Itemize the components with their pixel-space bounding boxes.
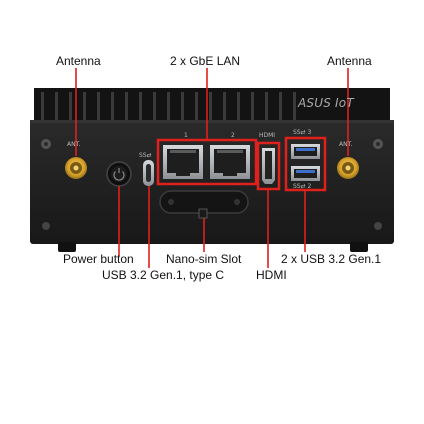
usb-bottom-tag: SS⇄ 2 <box>293 183 312 190</box>
usb-a-port-bottom-icon <box>291 166 320 181</box>
lan1-tag: 1 <box>184 132 188 139</box>
lan-port-1-icon <box>163 145 203 179</box>
usbc-tag: SS⇄ <box>139 152 152 159</box>
label-usb-a: 2 x USB 3.2 Gen.1 <box>281 252 382 266</box>
heatsink-fins <box>34 88 390 120</box>
antenna-connector-left-icon <box>65 157 87 179</box>
foot-left <box>58 242 76 252</box>
nano-sim-slot-icon <box>159 190 249 219</box>
power-button-icon <box>106 161 132 187</box>
label-antenna-right: Antenna <box>327 54 372 68</box>
hdmi-port-icon <box>262 148 275 184</box>
screw-icon <box>41 139 383 230</box>
label-usb-c: USB 3.2 Gen.1, type C <box>102 268 225 282</box>
usb-c-port-icon <box>143 160 154 186</box>
ant-right-tag: ANT. <box>339 141 353 148</box>
callout-lines <box>75 68 349 268</box>
lan2-tag: 2 <box>231 132 235 139</box>
label-power-button: Power button <box>63 252 134 266</box>
label-hdmi: HDMI <box>256 268 287 282</box>
foot-right <box>350 242 368 252</box>
chassis <box>30 120 394 244</box>
label-nano-sim-slot: Nano-sim Slot <box>166 252 242 266</box>
hdmi-tag: HDMI <box>259 132 276 139</box>
ant-left-tag: ANT. <box>67 141 81 148</box>
label-antenna-left: Antenna <box>56 54 101 68</box>
antenna-connector-right-icon <box>337 157 359 179</box>
usb-top-tag: SS⇄ 3 <box>293 129 312 136</box>
lan-port-2-icon <box>210 145 250 179</box>
brand-logo: ASUS IoT <box>298 96 354 110</box>
label-gbe-lan: 2 x GbE LAN <box>170 54 241 68</box>
usb-a-port-top-icon <box>291 144 320 159</box>
